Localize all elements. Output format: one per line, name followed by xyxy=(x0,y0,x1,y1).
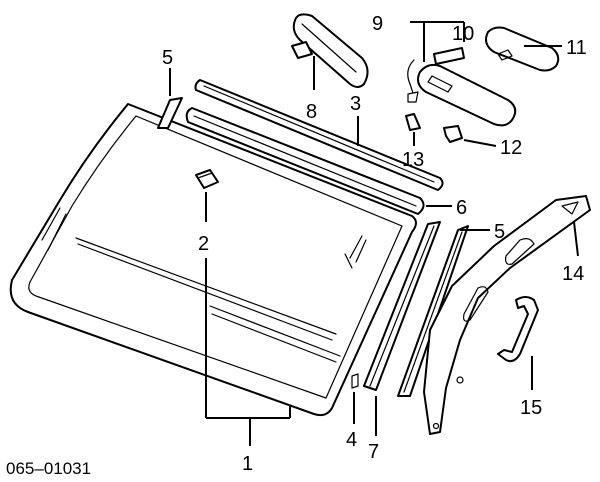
callout-5-right: 5 xyxy=(494,221,505,243)
pillar-trim xyxy=(423,195,591,435)
molding-clip xyxy=(351,373,359,389)
callout-9: 9 xyxy=(372,13,383,35)
callout-4: 4 xyxy=(346,429,357,451)
callout-1: 1 xyxy=(242,453,253,475)
windshield-molding-lower xyxy=(185,107,425,215)
visor-clip xyxy=(405,113,421,131)
grab-handle xyxy=(497,296,539,363)
callout-6: 6 xyxy=(456,197,467,219)
callout-5-left: 5 xyxy=(162,47,173,69)
sun-visor xyxy=(407,47,517,127)
side-molding-right-outer xyxy=(397,225,469,397)
diagram-code: 065–01031 xyxy=(6,459,91,478)
callout-14: 14 xyxy=(562,263,584,285)
side-molding-left xyxy=(157,97,183,129)
callout-7: 7 xyxy=(368,441,379,463)
callout-3: 3 xyxy=(350,93,361,115)
leader-lines xyxy=(169,21,579,446)
side-molding-right-inner xyxy=(363,221,441,391)
sun-visor-passenger xyxy=(485,26,560,72)
callout-11: 11 xyxy=(566,37,587,59)
windshield-molding-upper xyxy=(194,79,444,191)
callout-15: 15 xyxy=(520,397,542,419)
callout-13: 13 xyxy=(402,149,424,171)
callout-10: 10 xyxy=(452,23,474,45)
callout-12: 12 xyxy=(500,137,522,159)
rearview-mirror xyxy=(291,13,369,88)
visor-holder xyxy=(443,125,463,143)
mirror-mount-bracket xyxy=(195,169,219,189)
callout-labels: 5 2 1 8 3 6 5 7 4 9 10 11 12 13 14 15 xyxy=(162,13,587,475)
callout-8: 8 xyxy=(306,101,317,123)
callout-2: 2 xyxy=(198,233,209,255)
